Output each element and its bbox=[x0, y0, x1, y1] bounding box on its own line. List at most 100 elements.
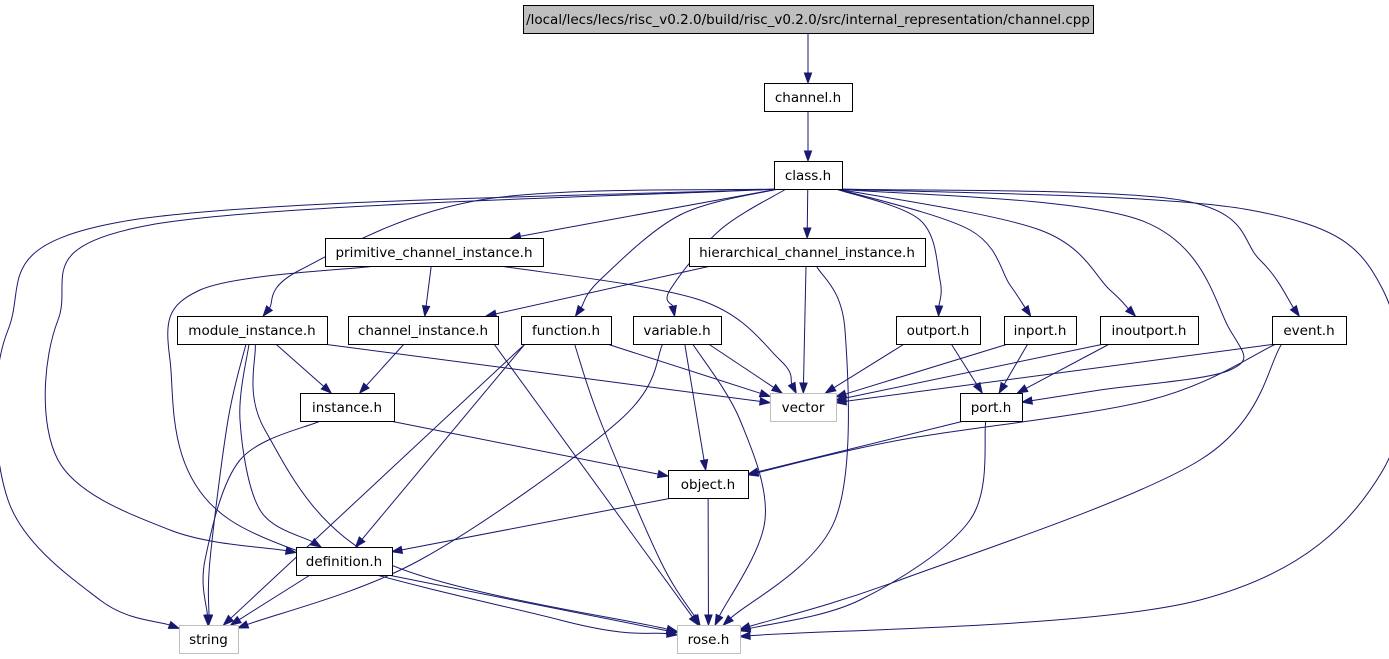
edge-arrowhead bbox=[758, 389, 772, 398]
node-outport-h[interactable]: outport.h bbox=[896, 316, 981, 345]
edge-arrowhead bbox=[167, 620, 181, 629]
edge-arrowhead bbox=[284, 546, 298, 555]
edge-arrowhead bbox=[834, 396, 847, 406]
edge-variable_h-to-rose_h bbox=[692, 343, 766, 627]
node-function-h[interactable]: function.h bbox=[521, 316, 612, 345]
edge-function_h-to-string bbox=[222, 343, 526, 627]
edge-line bbox=[275, 343, 325, 387]
node-class-h[interactable]: class.h bbox=[774, 161, 843, 190]
edge-arrowhead bbox=[665, 626, 679, 635]
edge-inoutport_h-to-port_h bbox=[1016, 343, 1110, 394]
node-object-h[interactable]: object.h bbox=[668, 470, 749, 499]
edge-object_h-to-definition_h bbox=[390, 497, 673, 555]
edge-line bbox=[167, 265, 668, 635]
edge-arrowhead bbox=[358, 382, 370, 395]
edge-arrowhead bbox=[1021, 304, 1032, 318]
edge-variable_h-to-object_h bbox=[684, 343, 709, 472]
node-box bbox=[521, 316, 612, 345]
edge-arrowhead bbox=[722, 614, 734, 627]
edge-line bbox=[230, 343, 526, 619]
edge-arrowhead bbox=[972, 381, 983, 395]
edge-arrowhead bbox=[320, 382, 333, 394]
edge-variable_h-to-string bbox=[236, 343, 664, 629]
edge-line bbox=[0, 188, 779, 626]
edge-line bbox=[247, 343, 664, 625]
node-label: channel.h bbox=[775, 90, 841, 106]
edge-line bbox=[837, 188, 1245, 402]
node-root[interactable]: /local/lecs/lecs/risc_v0.2.0/build/risc_… bbox=[523, 5, 1094, 34]
node-label: hierarchical_channel_instance.h bbox=[699, 245, 915, 261]
edge-primitive_channel_instance_h-to-vector bbox=[500, 265, 797, 395]
edge-event_h-to-rose_h bbox=[738, 343, 1283, 631]
node-label: inport.h bbox=[1014, 323, 1067, 339]
edge-arrowhead bbox=[236, 620, 250, 629]
edge-line bbox=[757, 420, 965, 473]
edge-arrowhead bbox=[1124, 305, 1137, 318]
edge-line bbox=[837, 188, 1026, 308]
edge-line bbox=[730, 265, 849, 619]
edge-arrowhead bbox=[738, 631, 751, 640]
edge-class_h-to-primitive_channel_instance_h bbox=[508, 188, 779, 241]
node-box bbox=[179, 625, 239, 654]
node-inoutport-h[interactable]: inoutport.h bbox=[1100, 316, 1199, 345]
node-label: variable.h bbox=[643, 323, 710, 339]
node-label: /local/lecs/lecs/risc_v0.2.0/build/risc_… bbox=[526, 12, 1090, 28]
edge-class_h-to-port_h bbox=[837, 188, 1245, 405]
edge-event_h-to-vector bbox=[834, 343, 1277, 406]
edge-line bbox=[606, 343, 761, 394]
edge-line bbox=[1003, 343, 1029, 385]
edge-definition_h-to-string bbox=[229, 574, 311, 626]
node-module-instance-h[interactable]: module_instance.h bbox=[177, 316, 328, 345]
node-primitive-channel-instance-h[interactable]: primitive_channel_instance.h bbox=[325, 238, 544, 267]
node-label: rose.h bbox=[688, 632, 730, 648]
edge-arrowhead bbox=[668, 304, 677, 318]
edge-line bbox=[322, 343, 761, 402]
edge-arrowhead bbox=[704, 614, 713, 627]
edge-channel_h-to-class_h bbox=[803, 111, 813, 163]
edge-line bbox=[708, 343, 774, 388]
edge-arrowhead bbox=[802, 227, 812, 240]
node-box bbox=[896, 316, 981, 345]
edge-instance_h-to-object_h bbox=[389, 420, 670, 479]
edge-definition_h-to-rose_h bbox=[387, 574, 679, 635]
node-port-h[interactable]: port.h bbox=[960, 393, 1023, 422]
edge-class_h-to-module_instance_h bbox=[262, 188, 779, 318]
node-channel-instance-h[interactable]: channel_instance.h bbox=[348, 316, 499, 345]
edge-arrowhead bbox=[203, 614, 212, 627]
edge-outport_h-to-vector bbox=[824, 343, 905, 394]
edge-arrowhead bbox=[934, 305, 944, 318]
edge-module_instance_h-to-rose_h bbox=[252, 343, 679, 634]
node-channel-h[interactable]: channel.h bbox=[764, 83, 853, 112]
edge-arrowhead bbox=[699, 458, 709, 472]
edge-arrowhead bbox=[656, 469, 670, 479]
edge-module_instance_h-to-definition_h bbox=[239, 343, 323, 548]
edge-function_h-to-rose_h bbox=[574, 343, 701, 627]
edge-arrowhead bbox=[998, 381, 1009, 395]
node-instance-h[interactable]: instance.h bbox=[300, 393, 395, 422]
edge-line bbox=[401, 497, 673, 551]
node-box bbox=[633, 316, 722, 345]
node-hierarchical-channel-instance-h[interactable]: hierarchical_channel_instance.h bbox=[689, 238, 926, 267]
node-inport-h[interactable]: inport.h bbox=[1004, 316, 1077, 345]
edge-line bbox=[950, 343, 978, 385]
edge-module_instance_h-to-instance_h bbox=[275, 343, 333, 394]
node-box bbox=[296, 547, 393, 576]
node-variable-h[interactable]: variable.h bbox=[633, 316, 722, 345]
node-label: module_instance.h bbox=[188, 323, 315, 339]
node-event-h[interactable]: event.h bbox=[1272, 316, 1347, 345]
edge-arrowhead bbox=[229, 615, 242, 626]
node-label: instance.h bbox=[312, 400, 382, 416]
edge-arrowhead bbox=[714, 613, 724, 627]
edge-line bbox=[500, 265, 793, 385]
edge-line bbox=[749, 420, 987, 629]
edge-line bbox=[757, 343, 1277, 474]
node-box bbox=[523, 5, 1094, 34]
node-label: primitive_channel_instance.h bbox=[335, 245, 532, 261]
node-definition-h[interactable]: definition.h bbox=[296, 547, 393, 576]
edge-line bbox=[835, 188, 942, 307]
edge-class_h-to-string bbox=[0, 188, 779, 629]
edge-line bbox=[252, 343, 668, 630]
edge-line bbox=[845, 343, 1277, 402]
node-box bbox=[764, 83, 853, 112]
edge-class_h-to-event_h bbox=[837, 188, 1301, 318]
